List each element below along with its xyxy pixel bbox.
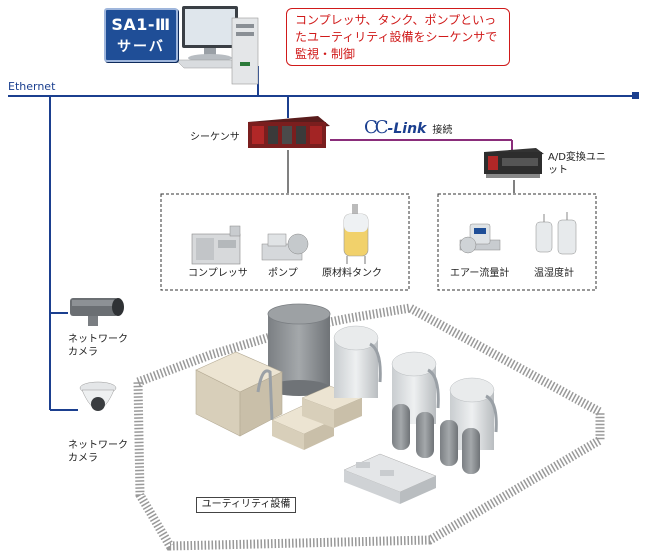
description-callout: コンプレッサ、タンク、ポンプといったユーティリティ設備をシーケンサで監視・制御 [286,8,510,66]
equipment-group-1-box [160,193,410,291]
cclink-connection-label: 接続 [432,125,453,136]
server-badge: SA1-Ⅲ サーバ [104,8,178,62]
cclink-line [330,139,513,150]
network-camera-1-icon [70,298,124,326]
material-tank-label: 原材料タンク [322,268,382,279]
pump-icon [261,233,309,261]
compressor-icon [191,225,241,265]
ad-unit-label: A/D変換ユニット [548,152,606,176]
gray-tank [267,303,331,396]
ad-unit-device [484,148,544,178]
server-computer [175,6,259,85]
small-units [271,385,363,450]
low-block [343,453,437,504]
sequencer-label: シーケンサ [190,132,240,143]
compressor-label: コンプレッサ [188,268,248,279]
gas-cylinders [392,404,480,474]
sequencer-device [248,116,330,148]
pump-label: ポンプ [268,268,298,279]
ethernet-line [8,66,639,411]
air-flowmeter-label: エアー流量計 [450,268,510,279]
server-subtitle: サーバ [117,39,165,55]
air-flowmeter-icon [459,223,501,254]
cclink-logo-suffix: -Link [387,121,427,137]
material-tank-icon [343,204,369,264]
network-camera-2-icon [79,381,117,411]
utility-building [195,351,283,437]
thermo-hygrometer-label: 温湿度計 [534,268,574,279]
camera-2-label: ネットワークカメラ [68,440,128,464]
ethernet-label: Ethernet [8,80,56,93]
camera-1-label: ネットワークカメラ [68,334,128,358]
thermo-hygrometer-icon [535,212,577,255]
callout-text: コンプレッサ、タンク、ポンプといったユーティリティ設備をシーケンサで監視・制御 [295,13,498,61]
server-name: SA1-Ⅲ [111,15,171,34]
equipment-group-2-box [437,193,597,291]
facility-label: ユーティリティ設備 [196,497,296,513]
cclink-logo-prefix: CC [364,117,388,138]
cclink-logo: CC-Link 接続 [364,117,453,138]
